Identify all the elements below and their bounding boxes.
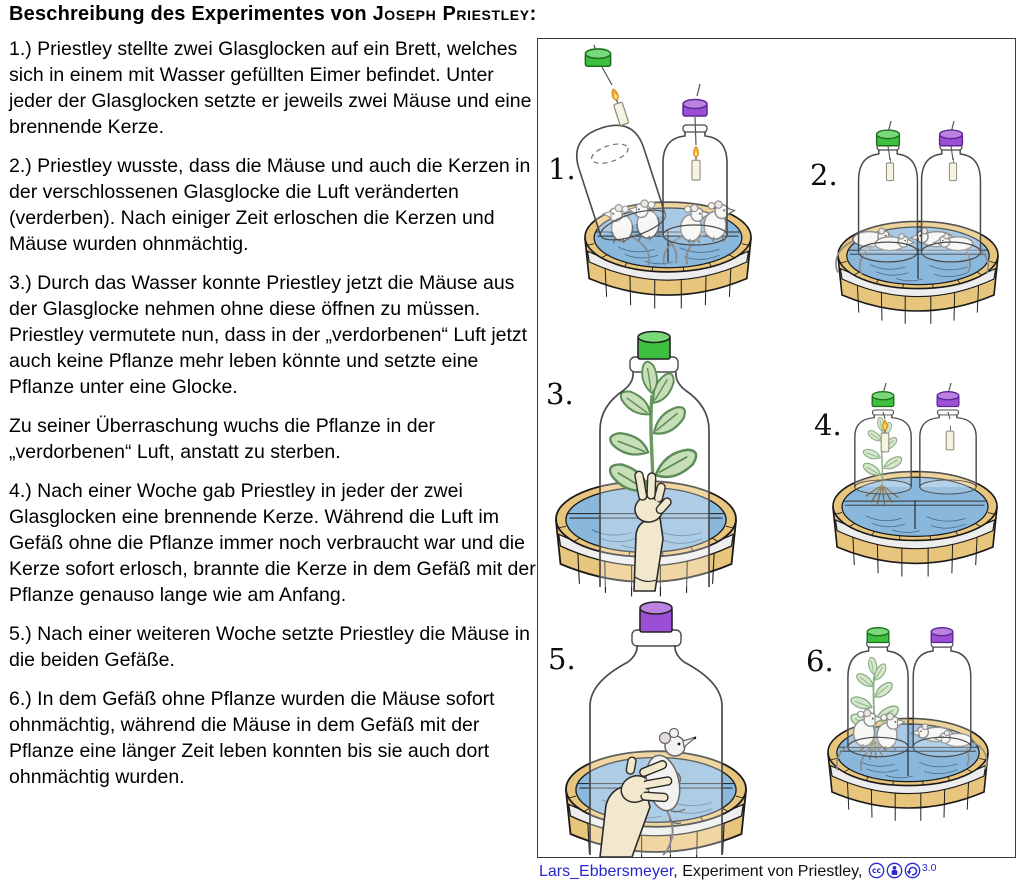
sa-icon[interactable]	[904, 862, 921, 879]
figure-label-3: 3.	[546, 377, 574, 411]
cc-icon[interactable]: cc	[868, 862, 885, 879]
license-version[interactable]: 3.0	[921, 862, 937, 874]
by-icon[interactable]	[886, 862, 903, 879]
title-prefix: Beschreibung des Experimentes von	[9, 3, 373, 25]
paragraph-4: 4.) Nach einer Woche gab Priestley in je…	[9, 480, 536, 606]
paragraph-5: 5.) Nach einer weiteren Woche setzte Pri…	[9, 623, 530, 671]
paragraph-2: 2.) Priestley wusste, dass die Mäuse und…	[9, 155, 531, 255]
license-link[interactable]: cc 3.0	[867, 862, 937, 880]
scene-1-setup	[568, 44, 752, 310]
figure-label-2: 2.	[810, 158, 838, 192]
author-link[interactable]: Lars_Ebbersmeyer	[539, 863, 674, 880]
paragraph-3: 3.) Durch das Wasser konnte Priestley je…	[9, 272, 528, 398]
scene-6-mice-test	[827, 626, 989, 822]
figure-label-1: 1.	[548, 152, 576, 186]
figure-label-4: 4.	[814, 408, 842, 442]
scene-3-plant-placed	[555, 330, 737, 598]
paragraph-3b: Zu seiner Überraschung wuchs die Pflanze…	[9, 415, 435, 463]
paragraph-1: 1.) Priestley stellte zwei Glasglocken a…	[9, 38, 532, 138]
figure-label-6: 6.	[806, 644, 834, 678]
caption-text: , Experiment von Priestley,	[673, 863, 867, 880]
svg-text:cc: cc	[872, 866, 881, 875]
scene-2-sealed-jars	[835, 120, 999, 325]
experiment-illustration: 1. 2. 3. 4. 5. 6.	[546, 44, 999, 857]
hand-with-plant	[633, 470, 672, 592]
scene-5-mouse-placed	[565, 601, 747, 857]
hand-with-mouse	[599, 727, 697, 857]
scene-4-candle-test	[832, 382, 998, 578]
figure-caption: Lars_Ebbersmeyer, Experiment von Priestl…	[539, 862, 1024, 881]
figure-panel: 1. 2. 3. 4. 5. 6.	[537, 38, 1016, 858]
title-suffix: :	[529, 3, 537, 25]
paragraph-6: 6.) In dem Gefäß ohne Pflanze wurden die…	[9, 688, 495, 788]
text-column: 1.) Priestley stellte zwei Glasglocken a…	[9, 36, 540, 803]
title-name: Joseph Priestley	[372, 3, 530, 25]
figure-label-5: 5.	[548, 642, 576, 676]
page-title: Beschreibung des Experimentes von Joseph…	[9, 3, 537, 26]
